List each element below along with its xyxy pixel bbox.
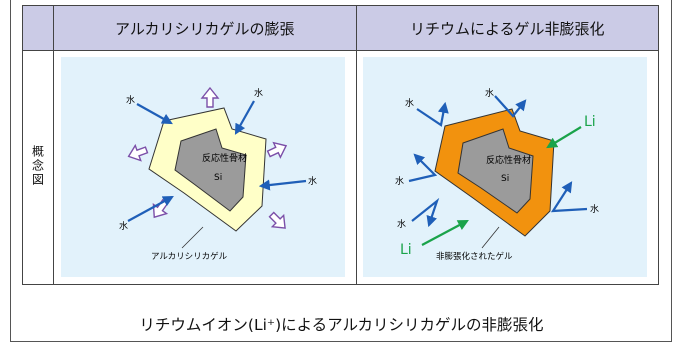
water-arrows <box>408 95 587 228</box>
gel-label: アルカリシリカゲル <box>151 251 228 262</box>
gel-label: 非膨張化されたゲル <box>436 251 513 262</box>
li-label: Li <box>400 242 412 258</box>
expansion-arrow-icon <box>200 86 220 108</box>
water-bounce-arrow-icon <box>408 153 437 183</box>
expansion-arrow-icon <box>268 211 286 229</box>
water-label: 水 <box>395 175 404 187</box>
expansion-arrows <box>127 86 288 229</box>
header-left: アルカリシリカゲルの膨張 <box>53 5 357 51</box>
figure-table: アルカリシリカゲルの膨張 リチウムによるゲル非膨張化 概念図 反応性骨材 Si <box>22 5 659 285</box>
water-label: 水 <box>254 87 263 99</box>
side-label: 概念図 <box>30 144 45 187</box>
panel-left: 反応性骨材 Si 水 水 <box>53 50 357 285</box>
figure-caption: リチウムイオン(Li⁺)によるアルカリシリカゲルの非膨張化 <box>139 316 544 334</box>
water-bounce-arrow-icon <box>550 181 587 213</box>
water-label: 水 <box>119 220 128 232</box>
reactive-aggregate <box>456 128 534 214</box>
water-label: 水 <box>485 87 494 99</box>
water-arrow-icon <box>127 195 174 222</box>
water-arrow-icon <box>234 100 255 135</box>
li-arrows <box>420 126 582 246</box>
water-bounce-arrow-icon <box>410 197 439 228</box>
water-label: 水 <box>590 203 599 215</box>
water-label: 水 <box>308 175 317 187</box>
gel-callout-line <box>181 226 204 249</box>
water-arrows <box>127 100 307 222</box>
li-arrow-icon <box>545 126 582 149</box>
water-arrow-icon <box>258 179 307 191</box>
water-label: 水 <box>405 97 414 109</box>
water-label: 水 <box>126 94 135 106</box>
li-arrow-icon <box>420 219 469 246</box>
panel-right: 反応性骨材 Si 水 水 水 水 水 <box>355 50 659 285</box>
water-label: 水 <box>397 218 406 230</box>
water-bounce-arrow-icon <box>493 95 526 118</box>
li-label: Li <box>584 114 596 130</box>
gel-callout-line <box>481 226 499 249</box>
corner-cell <box>22 5 54 51</box>
side-label-cell: 概念図 <box>22 50 54 285</box>
si-label: Si <box>501 174 509 184</box>
expansion-arrow-icon <box>127 143 149 162</box>
left-diagram: 反応性骨材 Si 水 水 <box>61 57 345 277</box>
water-bounce-arrow-icon <box>415 101 449 127</box>
aggregate-label: 反応性骨材 <box>202 152 247 164</box>
si-label: Si <box>214 173 222 183</box>
header-right: リチウムによるゲル非膨張化 <box>355 5 659 51</box>
water-arrow-icon <box>136 103 173 125</box>
expansion-arrow-icon <box>266 141 288 159</box>
reactive-aggregate <box>174 128 247 212</box>
aggregate-label: 反応性骨材 <box>486 154 531 166</box>
right-diagram: 反応性骨材 Si 水 水 水 水 水 <box>362 57 647 277</box>
